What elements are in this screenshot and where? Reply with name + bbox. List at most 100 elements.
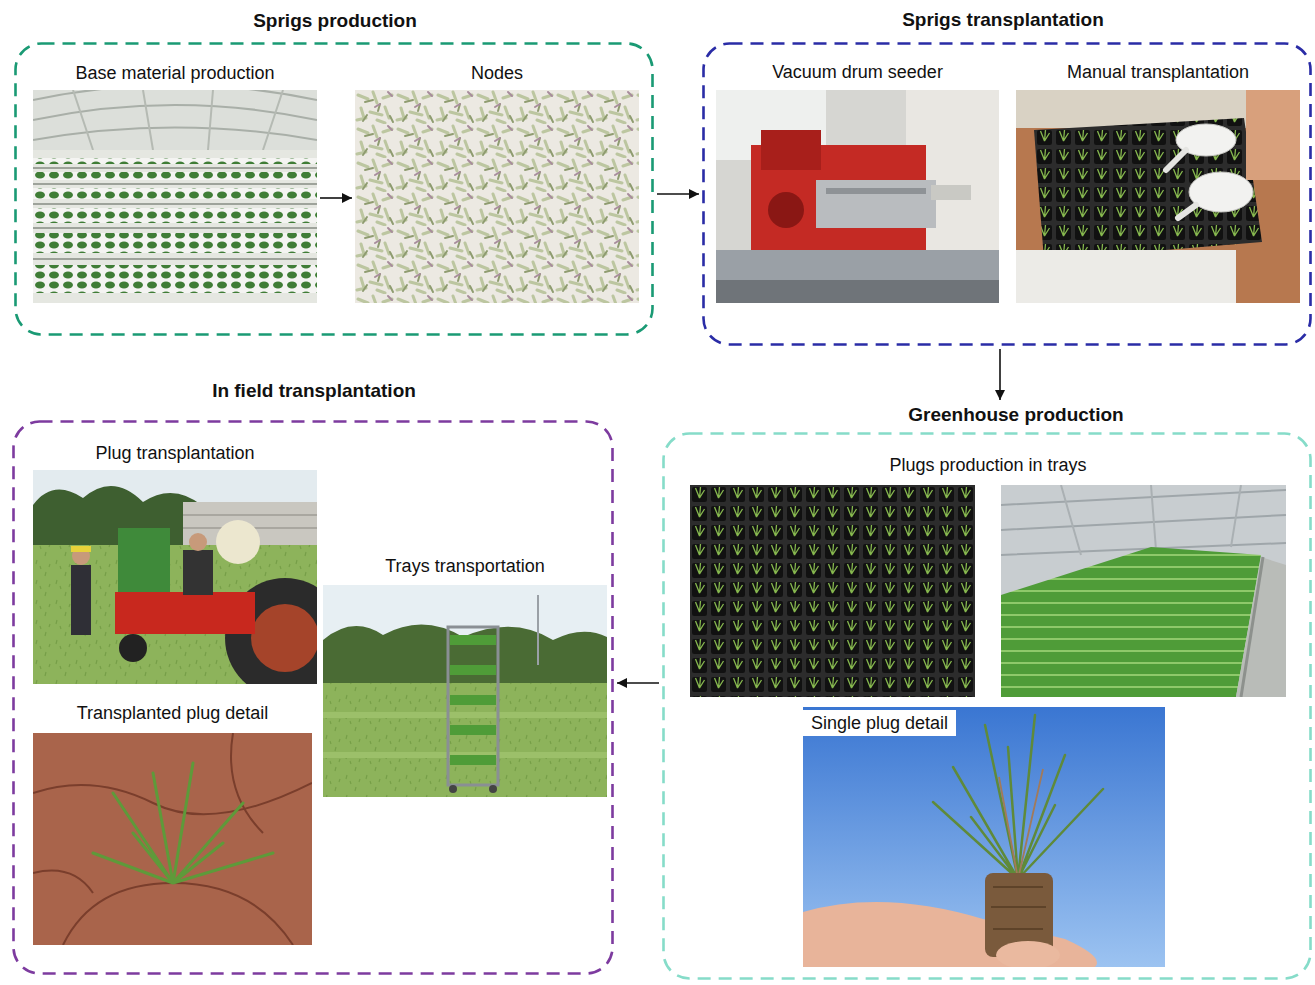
sprigs-photo xyxy=(355,90,639,303)
group-heading: Greenhouse production xyxy=(908,403,1123,427)
trolley-photo xyxy=(450,725,496,735)
trolley-photo xyxy=(450,695,496,705)
plug-photo xyxy=(803,707,1165,967)
seeder-photo xyxy=(826,188,926,194)
tray-photo xyxy=(690,485,975,697)
seeder-photo xyxy=(768,192,804,228)
greenhouse-trays-photo xyxy=(1001,485,1286,697)
seeder-photo xyxy=(716,250,999,280)
panel-caption: Plugs production in trays xyxy=(889,454,1086,476)
greenhouse-photo xyxy=(33,150,317,303)
field-machine-photo xyxy=(71,565,91,635)
greenhouse-photo xyxy=(33,85,317,140)
trolley-photo xyxy=(323,585,607,797)
field-machine-photo xyxy=(115,592,255,634)
dashed-outline xyxy=(664,434,1311,979)
group-heading: Sprigs production xyxy=(253,9,417,33)
greenhouse-photo xyxy=(33,168,317,259)
trolley-photo xyxy=(323,715,607,755)
plug-photo xyxy=(803,707,1165,969)
tray-photo xyxy=(690,485,975,697)
field-machine-photo xyxy=(216,520,260,564)
greenhouse-photo xyxy=(33,233,317,253)
photo-panel: Base material production xyxy=(33,62,317,303)
plug-photo xyxy=(996,941,1060,969)
soil-photo xyxy=(33,733,312,945)
flow-arrow xyxy=(999,349,1001,400)
panel-caption: Transplanted plug detail xyxy=(77,702,268,724)
group-heading: Sprigs transplantation xyxy=(902,8,1104,32)
manual-photo xyxy=(1016,90,1300,303)
photo-panel: Transplanted plug detail xyxy=(33,702,312,945)
field-machine-photo xyxy=(119,634,147,662)
field-machine-photo xyxy=(189,533,207,551)
plug-photo xyxy=(933,715,1103,879)
greenhouse-photo xyxy=(33,85,317,303)
dashed-outline xyxy=(14,42,654,336)
stage-group: Sprigs productionBase material productio… xyxy=(14,9,654,336)
photo-panel: Plugs production in trays xyxy=(690,454,1286,697)
photo-panel: Single plug detail xyxy=(803,707,1165,967)
greenhouse-trays-photo xyxy=(1001,547,1261,697)
field-machine-photo xyxy=(183,550,213,595)
soil-photo xyxy=(33,733,312,945)
trolley-photo xyxy=(450,755,496,765)
field-machine-photo xyxy=(71,546,91,552)
greenhouse-photo xyxy=(33,172,317,180)
field-machine-photo xyxy=(251,604,319,672)
seeder-photo xyxy=(716,90,999,303)
seeder-photo xyxy=(816,180,936,228)
flow-arrow xyxy=(617,682,659,684)
trolley-photo xyxy=(448,627,498,785)
flow-arrow xyxy=(657,193,699,195)
trolley-photo xyxy=(537,595,539,665)
sprigs-photo xyxy=(355,90,639,303)
photo-panel: Manual transplantation xyxy=(1016,61,1300,303)
panel-caption: Plug transplantation xyxy=(95,442,254,464)
trolley-photo xyxy=(450,635,496,645)
field-machine-photo xyxy=(118,528,170,592)
seeder-photo xyxy=(716,280,999,303)
dashed-outline xyxy=(16,44,653,335)
photo-panel: Vacuum drum seeder xyxy=(716,61,999,303)
panel-caption: Manual transplantation xyxy=(1067,61,1249,83)
greenhouse-photo xyxy=(33,90,317,303)
greenhouse-trays-photo xyxy=(1001,490,1286,555)
panel-caption: Base material production xyxy=(75,62,274,84)
panel-caption: Vacuum drum seeder xyxy=(772,61,943,83)
greenhouse-photo xyxy=(33,158,317,164)
soil-photo xyxy=(33,733,312,945)
soil-photo xyxy=(93,763,273,883)
dashed-outline xyxy=(12,420,614,975)
field-machine-photo xyxy=(72,547,90,565)
panel-caption: Trays transportation xyxy=(385,555,544,577)
dashed-outline xyxy=(702,42,1312,346)
greenhouse-trays-photo xyxy=(1061,485,1241,555)
stage-group: In field transplantationPlug transplanta… xyxy=(12,379,614,975)
dashed-outline xyxy=(662,432,1312,980)
plug-photo xyxy=(999,769,1043,879)
stage-group: Greenhouse productionPlugs production in… xyxy=(662,403,1312,980)
greenhouse-photo xyxy=(33,208,317,223)
dashed-outline xyxy=(14,422,613,974)
photo-panel: Trays transportation xyxy=(323,555,607,797)
group-heading: In field transplantation xyxy=(212,379,416,403)
greenhouse-trays-photo xyxy=(1241,557,1263,697)
manual-photo xyxy=(1246,90,1300,180)
trolley-photo xyxy=(323,585,607,797)
seeder-photo xyxy=(761,130,821,170)
trolley-photo xyxy=(449,785,457,793)
greenhouse-trays-photo xyxy=(1001,485,1286,697)
trolley-photo xyxy=(323,624,607,683)
greenhouse-photo xyxy=(33,188,317,199)
dashed-outline xyxy=(704,44,1311,345)
greenhouse-photo xyxy=(73,90,283,150)
greenhouse-photo xyxy=(33,265,317,293)
manual-photo xyxy=(1016,90,1300,303)
stage-group: Sprigs transplantationVacuum drum seeder… xyxy=(702,8,1312,346)
photo-panel: Plug transplantation xyxy=(33,442,317,684)
trolley-photo xyxy=(450,665,496,675)
seeder-photo xyxy=(931,185,971,200)
panel-caption: Single plug detail xyxy=(803,710,956,736)
